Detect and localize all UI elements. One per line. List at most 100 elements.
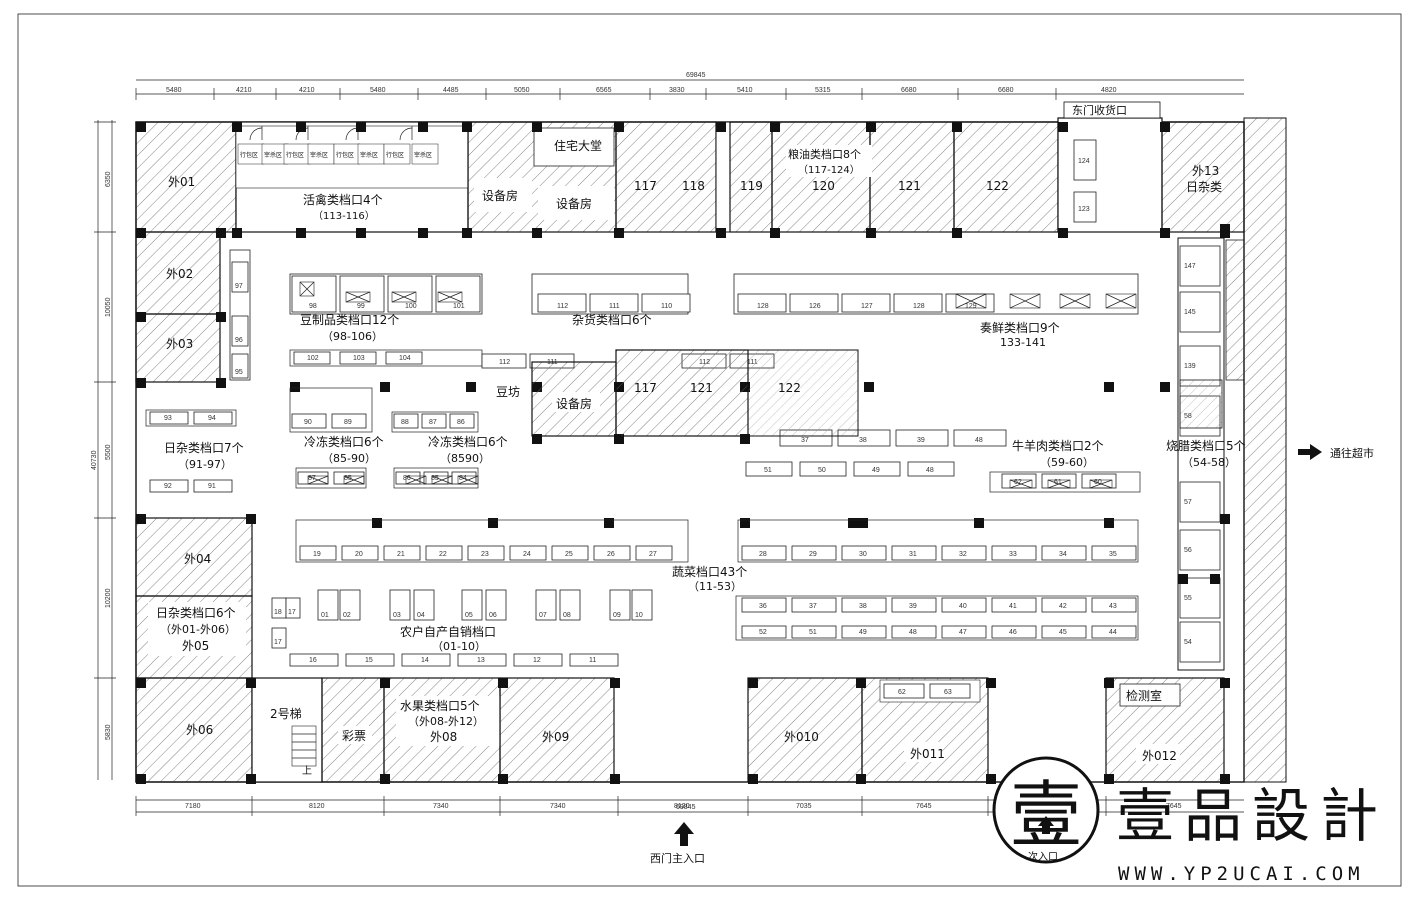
veg2-31: 31: [909, 551, 917, 558]
frozen-d-86: 86: [403, 475, 411, 482]
meat-row-50: 50: [818, 467, 826, 474]
center-block: 设备房 117 121 122 豆坊: [496, 349, 859, 437]
veg3-36: 36: [759, 603, 767, 610]
dim-top-total: 69845: [686, 72, 706, 79]
dim-left-2: 5500: [105, 444, 112, 460]
logo-brand: 壹品設計: [1116, 782, 1388, 850]
east-receiving-label: 东门收货口: [1072, 103, 1127, 117]
veg1-22: 22: [439, 551, 447, 558]
veg4-46: 46: [1009, 629, 1017, 636]
right-stall-145: 145: [1184, 309, 1196, 316]
column: [136, 678, 146, 688]
frozen-d-84: 84: [459, 475, 467, 482]
zone-vegetable: 蔬菜档口43个: [672, 565, 747, 579]
center-117: 117: [634, 381, 657, 395]
center-121: 121: [690, 381, 713, 395]
tofu-top-100: 100: [405, 303, 417, 310]
beef-62: 62: [1014, 479, 1022, 486]
column: [1058, 228, 1068, 238]
dim-bottom-6: 7645: [916, 803, 932, 810]
zone-daily-range: （91-97）: [178, 458, 232, 471]
zone-grain-oil: 粮油类档口8个: [788, 147, 861, 161]
veg1-21: 21: [397, 551, 405, 558]
farmer-09: 09: [613, 612, 621, 619]
column: [866, 228, 876, 238]
column: [864, 382, 874, 392]
room-wai01-label: 外01: [168, 175, 195, 189]
farmer-row-14: 14: [421, 657, 429, 664]
tofu-top-98: 98: [309, 303, 317, 310]
column: [462, 122, 472, 132]
farmer-04: 04: [417, 612, 425, 619]
zone-vegetable-range: （11-53）: [688, 580, 742, 593]
column: [136, 312, 146, 322]
bottom-row-rooms: 2号梯 上 彩票 水果类档口5个 （外08-外12） 外08 外09 外010 …: [251, 677, 1225, 783]
veg2-33: 33: [1009, 551, 1017, 558]
zone-tofu: 豆制品类档口12个: [300, 313, 399, 327]
dim-top-6: 6565: [596, 87, 612, 94]
right-stall-54: 54: [1184, 639, 1192, 646]
stall-121-label: 121: [898, 179, 921, 193]
seafood-top-128: 128: [757, 303, 769, 310]
dim-left-1: 10050: [105, 297, 112, 317]
logo-glyph-icon: 壹: [1010, 773, 1082, 857]
west-entrance-label: 西门主入口: [650, 851, 705, 865]
grocery-top-112: 112: [557, 303, 568, 310]
veg3-39: 39: [909, 603, 917, 610]
column: [740, 518, 750, 528]
column: [498, 774, 508, 784]
column: [136, 228, 146, 238]
tofu-mid-103: 103: [353, 355, 365, 362]
dim-top-11: 6680: [998, 87, 1014, 94]
beef-60: 60: [1094, 479, 1102, 486]
column: [290, 382, 300, 392]
room-wai04: [135, 517, 253, 597]
column: [232, 228, 242, 238]
column: [716, 122, 726, 132]
zone-seafood-range: 133-141: [1000, 336, 1046, 349]
veg2-32: 32: [959, 551, 967, 558]
column: [136, 774, 146, 784]
receiving-stall-123: 123: [1078, 206, 1090, 213]
stall-121: [869, 121, 955, 233]
column: [856, 678, 866, 688]
upstairs-mark: 上: [302, 765, 312, 777]
column: [1178, 574, 1188, 584]
room-wai13: [1161, 121, 1245, 233]
column: [1160, 382, 1170, 392]
room-wai011-label: 外011: [910, 747, 945, 761]
tofu-mid-104: 104: [399, 355, 411, 362]
zone-frozen-2: 冷冻类档口6个: [428, 434, 508, 449]
veg4-47: 47: [959, 629, 967, 636]
column: [604, 518, 614, 528]
frozen-b-88: 88: [401, 419, 409, 426]
room-wai02: [135, 231, 221, 315]
dim-top-12: 4820: [1101, 87, 1117, 94]
column: [748, 678, 758, 688]
veg3-42: 42: [1059, 603, 1067, 610]
veg4-48: 48: [909, 629, 917, 636]
zone-tofu-range: （98-106）: [322, 330, 383, 343]
column: [610, 678, 620, 688]
west-entrance: 西门主入口: [650, 822, 705, 865]
veg1-19: 19: [313, 551, 321, 558]
column: [372, 518, 382, 528]
farmer-01: 01: [321, 612, 329, 619]
zone-live-poultry-range: （113-116）: [313, 210, 375, 222]
zone-daily: 日杂类档口7个: [164, 441, 244, 455]
stall-122-label: 122: [986, 179, 1009, 193]
column: [246, 774, 256, 784]
veg3-37: 37: [809, 603, 817, 610]
stall-117: [615, 121, 717, 233]
right-stall-57: 57: [1184, 499, 1192, 506]
poultry-label-2: 行包区: [286, 151, 304, 159]
room-wai05-label: 外05: [182, 639, 209, 653]
dim-top-1: 4210: [236, 87, 252, 94]
column: [216, 228, 226, 238]
column: [232, 122, 242, 132]
column: [296, 228, 306, 238]
zone-frozen-2-range: （8590）: [440, 452, 490, 465]
poultry-label-5: 宰杀区: [360, 151, 378, 159]
dim-top-8: 5410: [737, 87, 753, 94]
meat-hd-39: 39: [917, 437, 925, 444]
